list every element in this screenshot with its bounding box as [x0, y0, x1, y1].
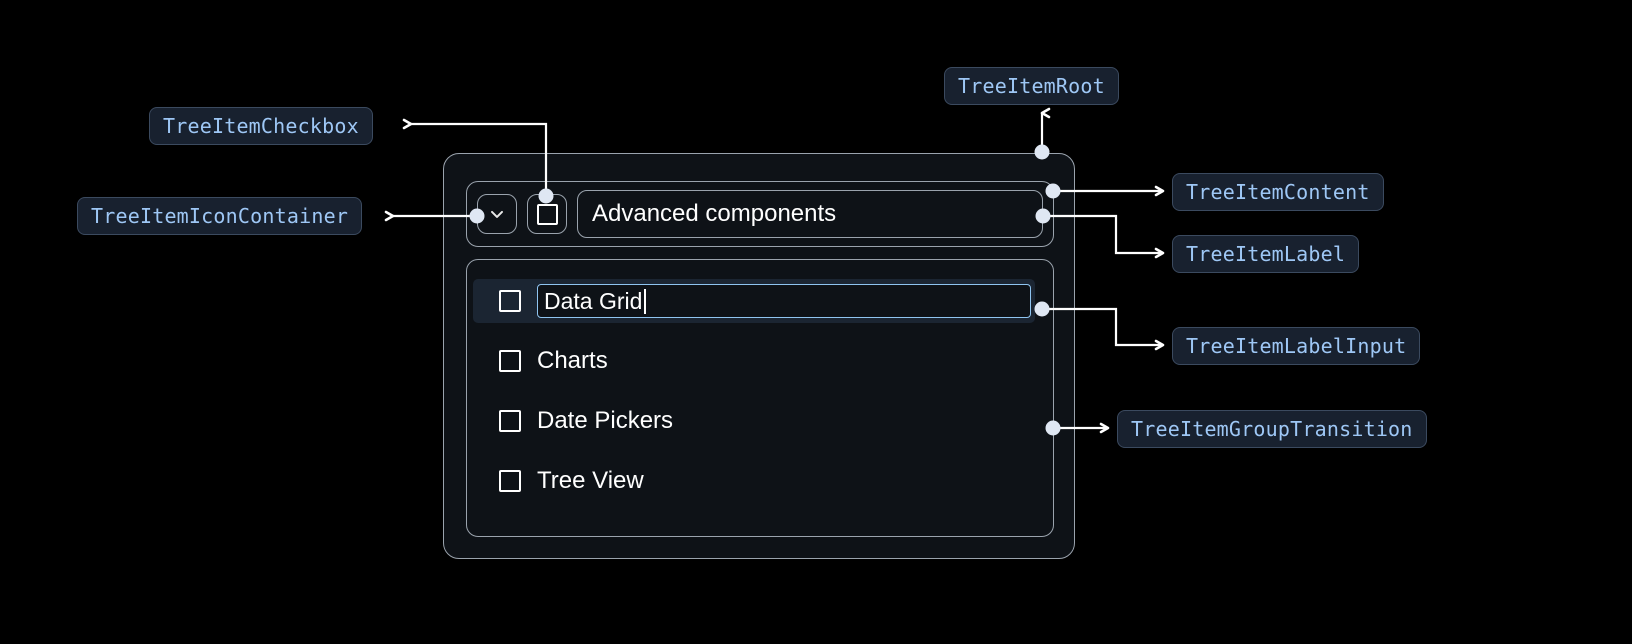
tree-item-label-text: Advanced components — [592, 200, 837, 227]
tree-item-label: Advanced components — [577, 190, 1043, 238]
tree-item-content[interactable]: Advanced components — [466, 181, 1054, 247]
tree-item-label-input-value: Data Grid — [544, 287, 643, 314]
tree-child-row-charts[interactable]: Charts — [467, 339, 1053, 383]
tree-item-label: Charts — [537, 347, 608, 374]
text-caret — [644, 288, 646, 314]
annotation-chip-tree-item-checkbox: TreeItemCheckbox — [149, 107, 373, 145]
tree-item-root: Advanced components Data Grid Charts Dat… — [443, 153, 1075, 559]
tree-item-label: Date Pickers — [537, 407, 674, 434]
checkbox-unchecked-icon[interactable] — [499, 410, 521, 432]
tree-item-label: Tree View — [537, 467, 644, 494]
annotation-chip-tree-item-label-input: TreeItemLabelInput — [1172, 327, 1421, 365]
checkbox-unchecked-icon[interactable] — [499, 470, 521, 492]
annotation-chip-tree-item-group-transition: TreeItemGroupTransition — [1117, 410, 1427, 448]
tree-item-icon-container[interactable] — [477, 194, 517, 234]
tree-item-group-transition: Data Grid Charts Date Pickers Tree View — [466, 259, 1054, 537]
tree-child-row-data-grid[interactable]: Data Grid — [473, 279, 1035, 323]
annotation-chip-tree-item-root: TreeItemRoot — [944, 67, 1119, 105]
tree-item-checkbox[interactable] — [527, 194, 567, 234]
checkbox-unchecked-icon — [536, 203, 558, 225]
annotation-chip-tree-item-label: TreeItemLabel — [1172, 235, 1360, 273]
checkbox-unchecked-icon[interactable] — [499, 290, 521, 312]
annotation-chip-tree-item-icon-container: TreeItemIconContainer — [77, 197, 363, 235]
tree-item-label-input[interactable]: Data Grid — [537, 284, 1031, 318]
tree-child-row-tree-view[interactable]: Tree View — [467, 459, 1053, 503]
checkbox-unchecked-icon[interactable] — [499, 350, 521, 372]
chevron-down-icon — [491, 210, 503, 218]
annotation-chip-tree-item-content: TreeItemContent — [1172, 173, 1384, 211]
tree-child-row-date-pickers[interactable]: Date Pickers — [467, 399, 1053, 443]
